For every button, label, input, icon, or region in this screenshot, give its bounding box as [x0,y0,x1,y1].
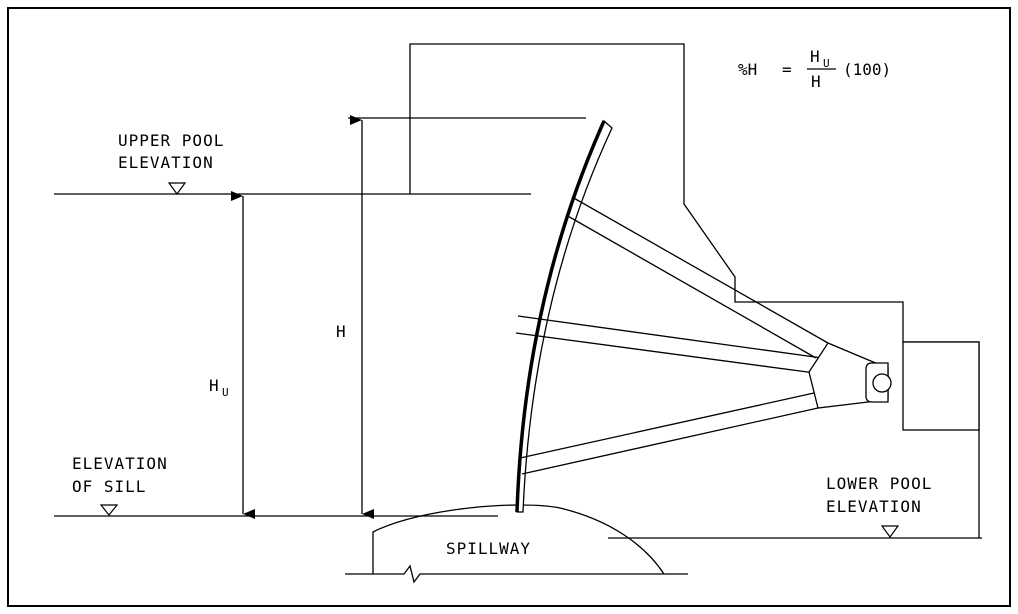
spillway-crest [372,504,665,575]
hu-dimension-subscript: U [222,386,229,399]
upper-pool-label-line2: ELEVATION [118,153,214,172]
gate-upper-arm [565,196,829,359]
drawing-border [7,7,1011,607]
percent-h-formula: %H = H U H (100) [738,47,891,91]
formula-equals: = [782,60,792,79]
h-dimension-label: H [336,322,346,341]
gate-lower-arm [519,392,819,475]
sill-elevation-icon [99,504,119,516]
lower-pool-label-line1: LOWER POOL [826,474,932,493]
sill-label-line1: ELEVATION [72,454,168,473]
lower-pool-elevation-icon [880,525,900,539]
trunnion-housing [902,341,980,431]
formula-numerator: H [810,47,820,66]
gate-middle-arm [515,315,823,374]
lower-pool-label-line2: ELEVATION [826,497,922,516]
trunnion-pin-hole [872,373,892,393]
formula-numerator-subscript: U [823,57,830,70]
gate-skin-plate [516,119,613,513]
formula-lhs: %H [738,60,757,79]
hu-dimension-label: H [209,376,219,395]
sill-label-line2: OF SILL [72,477,146,496]
spillway-base-break [345,564,688,584]
formula-denominator: H [811,72,821,91]
spillway-label: SPILLWAY [446,539,531,558]
gate-skin-plate-face [515,120,606,513]
formula-factor: (100) [843,60,891,79]
upper-pool-label-line1: UPPER POOL [118,131,224,150]
upper-pool-elevation-icon [167,182,187,196]
